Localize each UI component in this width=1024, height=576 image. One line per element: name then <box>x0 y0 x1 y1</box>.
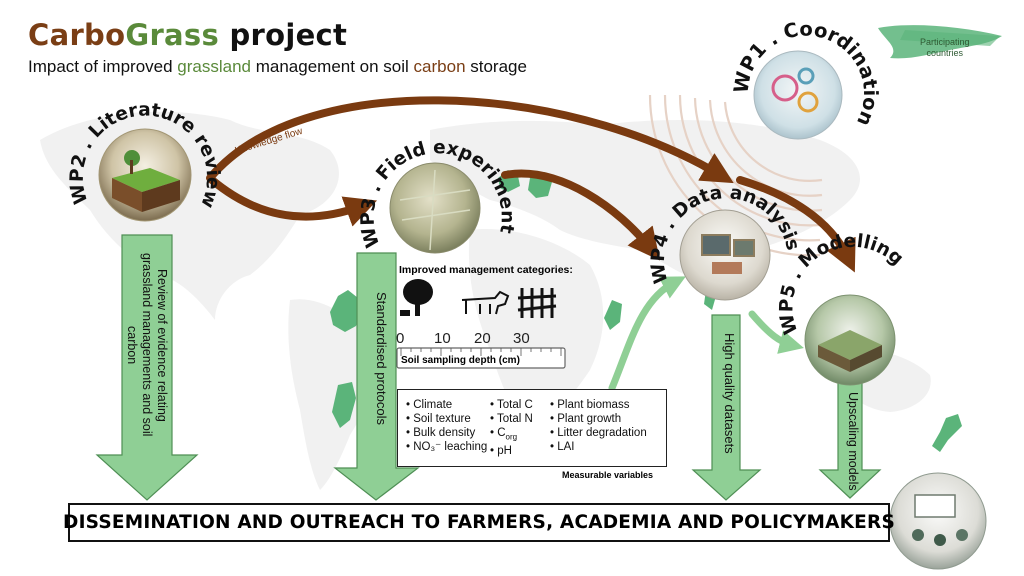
badge-line2: countries <box>926 48 964 58</box>
variable-item: • Climate <box>406 399 453 411</box>
variable-item: • Litter degradation <box>550 427 647 439</box>
review-label: Review of evidence relating grassland ma… <box>125 253 169 437</box>
arrow-wp4-to-wp5 <box>748 310 804 354</box>
down-arrow-datasets <box>691 314 762 501</box>
down-arrow-protocols <box>333 252 420 501</box>
measurable-variables-caption: Measurable variables <box>562 470 654 480</box>
presentation-icon <box>912 494 968 546</box>
dissemination-text: DISSEMINATION AND OUTREACH TO FARMERS, A… <box>63 512 895 533</box>
variable-item: • Plant biomass <box>550 399 630 411</box>
monitors-icon <box>701 234 755 274</box>
management-heading: Improved management categories: <box>399 264 573 276</box>
down-arrow-upscaling <box>818 381 882 499</box>
subtitle-part3: management on soil <box>251 57 414 76</box>
measurable-variables-box: • Climate • Soil texture • Bulk density … <box>397 389 667 467</box>
dissemination-banner: DISSEMINATION AND OUTREACH TO FARMERS, A… <box>63 503 895 542</box>
upscaling-label: Upscaling models <box>846 391 860 491</box>
subtitle-carbon: carbon <box>413 57 466 76</box>
variables-column-3: • Plant biomass • Plant growth • Litter … <box>550 398 647 454</box>
variable-item: • Plant growth <box>550 413 622 425</box>
arrow-variables-to-wp4 <box>608 276 686 392</box>
down-arrow-review <box>95 234 199 501</box>
landscape-model-icon <box>818 330 882 372</box>
variable-item: • Soil texture <box>406 413 471 425</box>
variable-item: • Bulk density <box>406 427 476 439</box>
fence-icon <box>517 288 557 318</box>
knowledge-flow-arrow-top <box>206 96 734 184</box>
wp1-coordination-image <box>753 50 843 140</box>
soil-block-icon <box>112 150 180 212</box>
corg-subscript: org <box>505 432 518 442</box>
gears-icon <box>771 67 819 113</box>
ruler-tick-30: 30 <box>513 330 530 347</box>
ruler-label: Soil sampling depth (cm) <box>401 355 520 366</box>
soil-depth-ruler <box>396 347 566 369</box>
outreach-meeting-image <box>889 472 987 570</box>
page-subtitle: Impact of improved grassland management … <box>28 57 527 77</box>
variable-item: • LAI <box>550 441 575 453</box>
title-carbo: Carbo <box>28 18 126 52</box>
page-title: CarboGrass project <box>28 18 347 52</box>
variable-item: • Total N <box>490 413 533 425</box>
wp3-field-image <box>389 162 481 254</box>
protocols-label: Standardised protocols <box>374 291 389 425</box>
variable-item: • NO₃⁻ leaching <box>406 441 488 453</box>
subtitle-grassland: grassland <box>177 57 251 76</box>
variables-column-1: • Climate • Soil texture • Bulk density … <box>406 398 487 454</box>
arrow-to-wp5 <box>736 176 856 273</box>
variables-column-2: • Total C • Total N • Corg • pH <box>490 398 533 458</box>
participating-countries-label: Participating countries <box>920 37 970 59</box>
variable-item: • Total C <box>490 399 533 411</box>
field-plots-icon <box>399 169 471 251</box>
badge-line1: Participating <box>920 37 970 47</box>
arrow-wp2-to-wp3 <box>208 176 378 227</box>
corg-label: • C <box>490 427 506 439</box>
title-project: project <box>219 18 348 52</box>
subtitle-part1: Impact of improved <box>28 57 178 76</box>
ruler-tick-10: 10 <box>434 330 451 347</box>
variable-item-corg: • Corg <box>490 426 533 444</box>
datasets-label: High quality datasets <box>722 332 737 454</box>
title-grass: Grass <box>125 18 220 52</box>
ruler-tick-0: 0 <box>396 330 405 347</box>
arrow-wp3-to-wp4 <box>501 169 660 261</box>
variable-item: • pH <box>490 445 512 458</box>
participating-countries-brushstroke <box>878 25 1002 59</box>
ruler-tick-20: 20 <box>474 330 491 347</box>
subtitle-part5: storage <box>465 57 527 76</box>
tree-grazing-icon <box>400 279 433 316</box>
livestock-grazing-icon <box>461 290 510 315</box>
